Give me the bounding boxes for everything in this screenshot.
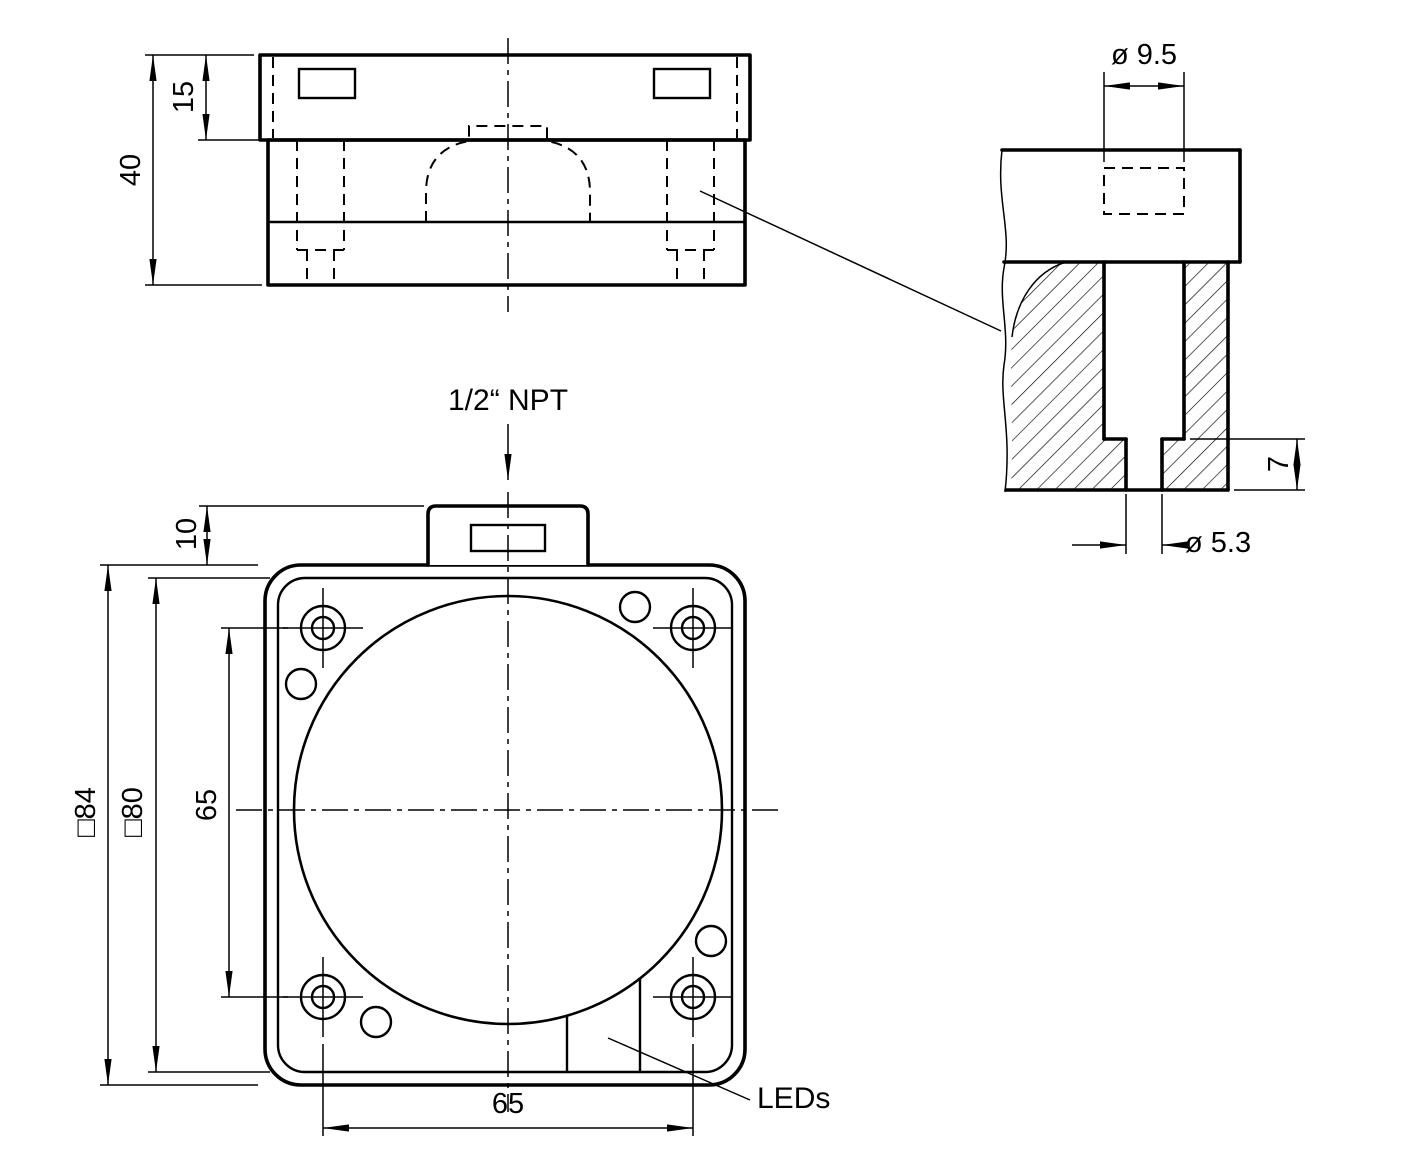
through-hole-clear <box>1126 439 1162 489</box>
dim-total-height-40: 40 <box>115 54 262 286</box>
led-window <box>565 979 642 1071</box>
dim-outer-square-84: □84 <box>70 564 258 1086</box>
counterbore-outline <box>1102 260 1186 492</box>
dim-lid-height-15: 15 <box>168 55 262 141</box>
mounting-hole-top-right <box>653 588 733 668</box>
lid-slot-right <box>652 67 712 100</box>
mounting-hole-hidden-right <box>666 140 715 284</box>
dim-label-80: □80 <box>117 787 149 837</box>
housing-inner-edge <box>276 576 734 1074</box>
mounting-hole-top-left <box>283 588 363 668</box>
npt-callout: 1/2“ NPT <box>448 384 568 480</box>
dim-label-7: 7 <box>1263 456 1295 472</box>
lid-slot-hidden <box>1103 167 1185 215</box>
leds-callout: LEDs <box>607 1037 830 1115</box>
dim-counterbore-dia: ø 9.5 <box>1103 39 1185 162</box>
dim-label-dia-5-3: ø 5.3 <box>1185 527 1251 559</box>
npt-label: 1/2“ NPT <box>448 384 568 417</box>
detail-leader-line <box>699 190 1002 332</box>
counterbore-clear <box>1104 263 1184 439</box>
pin-hole-top-left <box>284 667 318 701</box>
lid-slot-left <box>297 67 357 100</box>
mounting-hole-hidden-left <box>296 140 345 284</box>
dim-connector-height-10: 10 <box>171 505 424 565</box>
dim-label-65-vertical: 65 <box>191 789 223 821</box>
lid-hidden-edges <box>272 57 738 138</box>
pin-hole-bottom-right <box>694 924 728 958</box>
dim-label-15: 15 <box>168 81 200 113</box>
section-outline <box>1000 148 1242 492</box>
mounting-hole-bottom-right <box>653 957 733 1037</box>
dim-hole-pitch-vertical-65: 65 <box>191 627 288 998</box>
pin-hole-bottom-left <box>359 1005 393 1039</box>
dim-through-dia: ø 5.3 <box>1072 494 1251 559</box>
leds-label: LEDs <box>757 1082 830 1115</box>
dim-label-84: □84 <box>70 787 102 837</box>
dim-label-40: 40 <box>115 154 147 186</box>
break-line <box>999 149 1008 493</box>
mounting-hole-bottom-left <box>283 957 363 1037</box>
dim-label-dia-9-5: ø 9.5 <box>1111 39 1177 71</box>
dim-label-10: 10 <box>171 518 203 550</box>
pin-hole-top-right <box>618 590 652 624</box>
section-break-curve <box>1011 261 1067 338</box>
dim-inner-square-80: □80 <box>117 577 270 1073</box>
side-view: 40 15 <box>115 38 752 312</box>
front-view: 1/2“ NPT 10 □84 □80 65 <box>70 384 830 1136</box>
body-outline <box>266 138 747 287</box>
dim-base-thickness-7: 7 <box>1190 438 1305 491</box>
leds-leader-line <box>607 1037 751 1101</box>
section-view: ø 9.5 7 ø 5.3 <box>699 39 1305 559</box>
